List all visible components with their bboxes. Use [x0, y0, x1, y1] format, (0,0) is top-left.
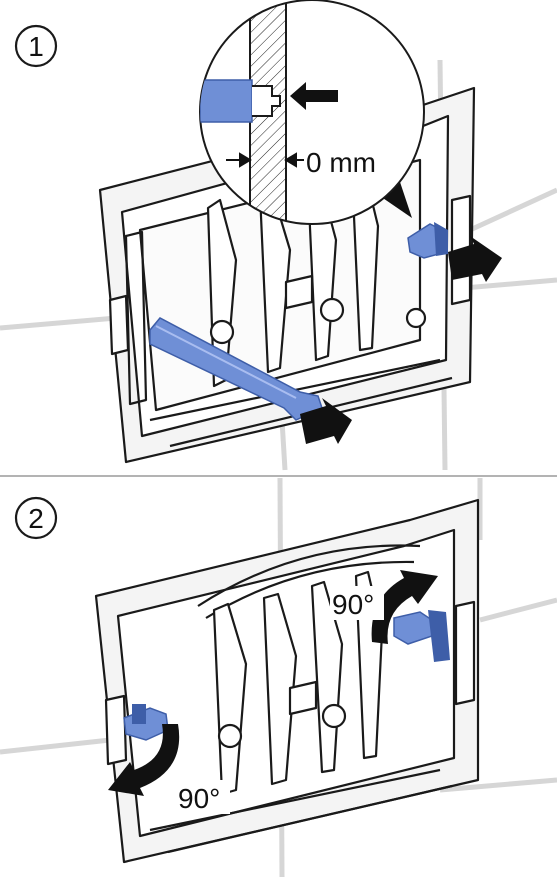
step-1-panel: 0 mm 1: [0, 0, 557, 471]
angle-label-bg-left: [176, 780, 230, 814]
dimension-label: 0 mm: [306, 147, 376, 178]
step-2-panel: 90° 90° 2: [0, 477, 557, 877]
angle-label-left: 90°: [178, 783, 220, 814]
angle-label-bg-right: [330, 586, 384, 620]
step-1-number: 1: [28, 31, 44, 62]
mounting-frame-2: [94, 498, 480, 864]
dimension-marker: [226, 152, 304, 168]
mounting-frame: [98, 86, 476, 464]
lever-right: [393, 610, 450, 662]
step-2-badge: 2: [14, 496, 58, 540]
rotate-arrow-left: [108, 724, 180, 796]
frame-clip: [252, 85, 281, 117]
push-arrow-right: [448, 236, 502, 282]
angle-label-right: 90°: [332, 589, 374, 620]
rotate-arrow-right: [371, 570, 438, 644]
step-1-badge: 1: [14, 24, 58, 68]
frame-profile: [200, 79, 253, 123]
push-arrow-bottom: [300, 398, 352, 444]
detail-magnifier: 0 mm: [199, 0, 425, 225]
detail-arrow: [290, 82, 338, 110]
push-arrow-top-right: [380, 176, 412, 218]
adjustment-handle-right: [407, 222, 448, 259]
step-2-number: 2: [28, 503, 44, 534]
